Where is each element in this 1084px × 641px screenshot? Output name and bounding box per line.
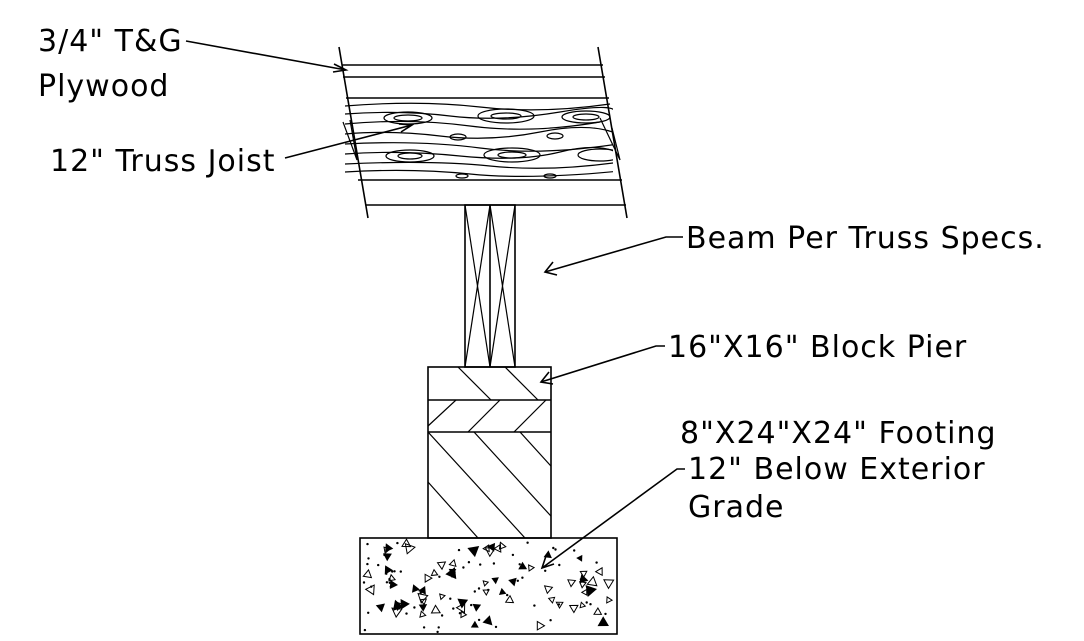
footing-outline xyxy=(359,537,618,635)
concrete-footing xyxy=(359,537,618,635)
label-footing-line3: Grade xyxy=(688,490,784,525)
label-footing-line1: 8"X24"X24" Footing xyxy=(680,416,997,451)
break-line-left xyxy=(338,46,369,219)
label-plywood-line1: 3/4" T&G xyxy=(38,24,183,59)
wood-grain xyxy=(345,102,613,179)
break-tick-left xyxy=(342,119,358,161)
beam xyxy=(464,204,516,368)
label-truss-joist: 12" Truss Joist xyxy=(50,144,276,179)
leader-footing xyxy=(540,468,685,570)
concrete-aggregate xyxy=(362,538,615,634)
label-plywood-line2: Plywood xyxy=(38,69,169,104)
leader-block-pier xyxy=(539,345,665,385)
label-block-pier: 16"X16" Block Pier xyxy=(668,330,967,365)
leader-truss-joist xyxy=(284,123,415,159)
leader-plywood xyxy=(185,40,349,73)
label-footing-line2: 12" Below Exterior xyxy=(688,452,986,487)
leader-beam xyxy=(543,236,683,276)
break-tick-right xyxy=(599,117,621,161)
label-beam: Beam Per Truss Specs. xyxy=(686,221,1045,256)
floor-assembly xyxy=(338,46,628,219)
block-pier xyxy=(427,366,552,539)
leaders xyxy=(185,40,685,570)
